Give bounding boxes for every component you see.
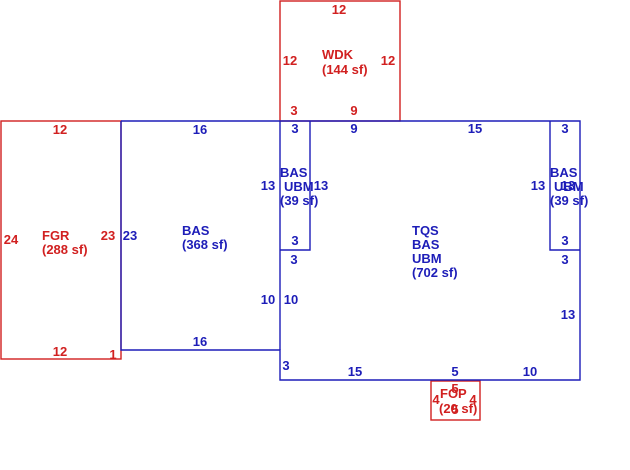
bay-right-dim-left: 13 [531, 178, 545, 193]
bas-left-area: (368 sf) [182, 237, 228, 252]
fop-dim-left: 4 [432, 392, 440, 407]
main-dim-left-lower: 3 [282, 358, 289, 373]
bas-left-dim-bottom: 16 [193, 334, 207, 349]
fgr-dim-corner: 1 [109, 347, 116, 362]
bay-left-outline [280, 121, 311, 251]
wdk-dim-right: 12 [381, 53, 395, 68]
bay-right-dim-bottom-outer: 3 [561, 252, 568, 267]
bay-left-dim-bottom: 3 [291, 233, 298, 248]
bay-left-dim-right: 13 [314, 178, 328, 193]
main-area: (702 sf) [412, 265, 458, 280]
main-dim-left: 10 [284, 292, 298, 307]
bay-left-dim-left: 13 [261, 178, 275, 193]
main-dim-bottom-mid: 5 [451, 364, 458, 379]
bay-left-dim-top: 3 [291, 121, 298, 136]
main-code-1: TQS [412, 223, 439, 238]
main-building-outline [120, 120, 581, 381]
bay-right-dim-right: 13 [561, 178, 575, 193]
main-code-2: BAS [412, 237, 440, 252]
bay-right-code-2: UBM [554, 179, 584, 194]
fgr-code: FGR [42, 228, 70, 243]
bay-left-area: (39 sf) [280, 193, 318, 208]
bas-left-dim-top: 16 [193, 122, 207, 137]
bas-left-code: BAS [182, 223, 210, 238]
wdk-dim-bottom-left: 3 [290, 103, 297, 118]
bas-left-dim-left: 23 [123, 228, 137, 243]
fgr-dim-right: 23 [101, 228, 115, 243]
wdk-dim-bottom-right: 9 [350, 103, 357, 118]
fgr-dim-bottom: 12 [53, 344, 67, 359]
fgr-dim-top: 12 [53, 122, 67, 137]
main-dim-top-right: 15 [468, 121, 482, 136]
fop-dim-right: 4 [469, 392, 477, 407]
fop-dim-top: 5 [451, 381, 458, 396]
bay-right-dim-top: 3 [561, 121, 568, 136]
wdk-dim-top: 12 [332, 2, 346, 17]
main-dim-bottom-right: 10 [523, 364, 537, 379]
bas-left-dim-right: 10 [261, 292, 275, 307]
bay-left-code-1: BAS [280, 165, 308, 180]
main-dim-top-left: 3 [290, 252, 297, 267]
fgr-dim-left: 24 [4, 232, 19, 247]
fop-area: (20 sf) [439, 401, 477, 416]
main-dim-bottom-left: 15 [348, 364, 362, 379]
bay-left-code-2: UBM [284, 179, 314, 194]
main-dim-top-mid: 9 [350, 121, 357, 136]
fop-outline [430, 380, 481, 421]
wdk-area: (144 sf) [322, 62, 368, 77]
fop-code: FOP [440, 386, 467, 401]
bay-right-dim-bottom: 3 [561, 233, 568, 248]
fgr-area: (288 sf) [42, 242, 88, 257]
fop-dim-bottom: 5 [451, 402, 458, 417]
wdk-code: WDK [322, 47, 354, 62]
main-code-3: UBM [412, 251, 442, 266]
main-dim-right: 13 [561, 307, 575, 322]
wdk-dim-left: 12 [283, 53, 297, 68]
bay-right-outline [549, 121, 580, 251]
bay-right-code-1: BAS [550, 165, 578, 180]
bay-right-area: (39 sf) [550, 193, 588, 208]
